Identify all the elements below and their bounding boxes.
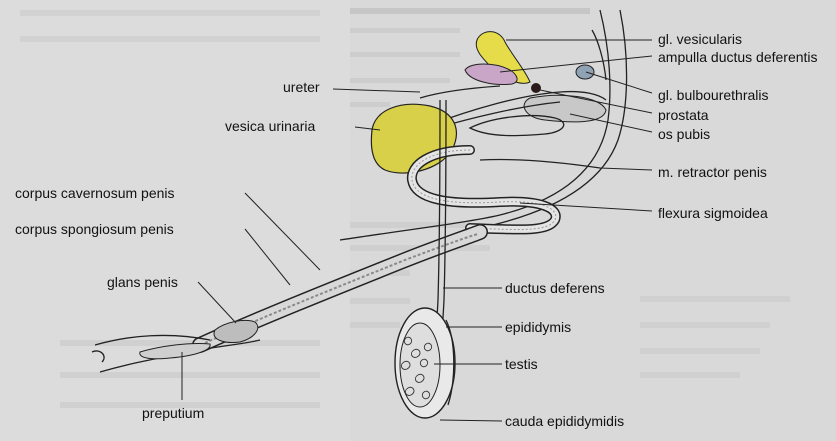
label-corpus-cavernosum-penis: corpus cavernosum penis: [15, 185, 175, 201]
label-ductus-deferens: ductus deferens: [505, 280, 605, 296]
prostata-shape: [531, 83, 541, 93]
label-ureter: ureter: [283, 79, 320, 95]
label-cauda-epididymidis: cauda epididymidis: [505, 413, 624, 429]
testis-shape: [395, 308, 455, 418]
label-prostata: prostata: [658, 107, 709, 123]
label-gl-bulbourethralis: gl. bulbourethralis: [658, 87, 769, 103]
label-testis: testis: [505, 356, 538, 372]
gl-bulbourethralis-shape: [576, 65, 594, 79]
label-epididymis: epididymis: [505, 319, 571, 335]
label-m-retractor-penis: m. retractor penis: [658, 164, 767, 180]
label-corpus-spongiosum-penis: corpus spongiosum penis: [15, 221, 174, 237]
label-vesica-urinaria: vesica urinaria: [225, 118, 315, 134]
label-ampulla-ductus-deferentis: ampulla ductus deferentis: [658, 49, 818, 65]
label-flexura-sigmoidea: flexura sigmoidea: [658, 205, 768, 221]
label-glans-penis: glans penis: [107, 274, 178, 290]
label-gl-vesicularis: gl. vesicularis: [658, 31, 742, 47]
label-os-pubis: os pubis: [658, 126, 710, 142]
label-preputium: preputium: [142, 405, 204, 421]
